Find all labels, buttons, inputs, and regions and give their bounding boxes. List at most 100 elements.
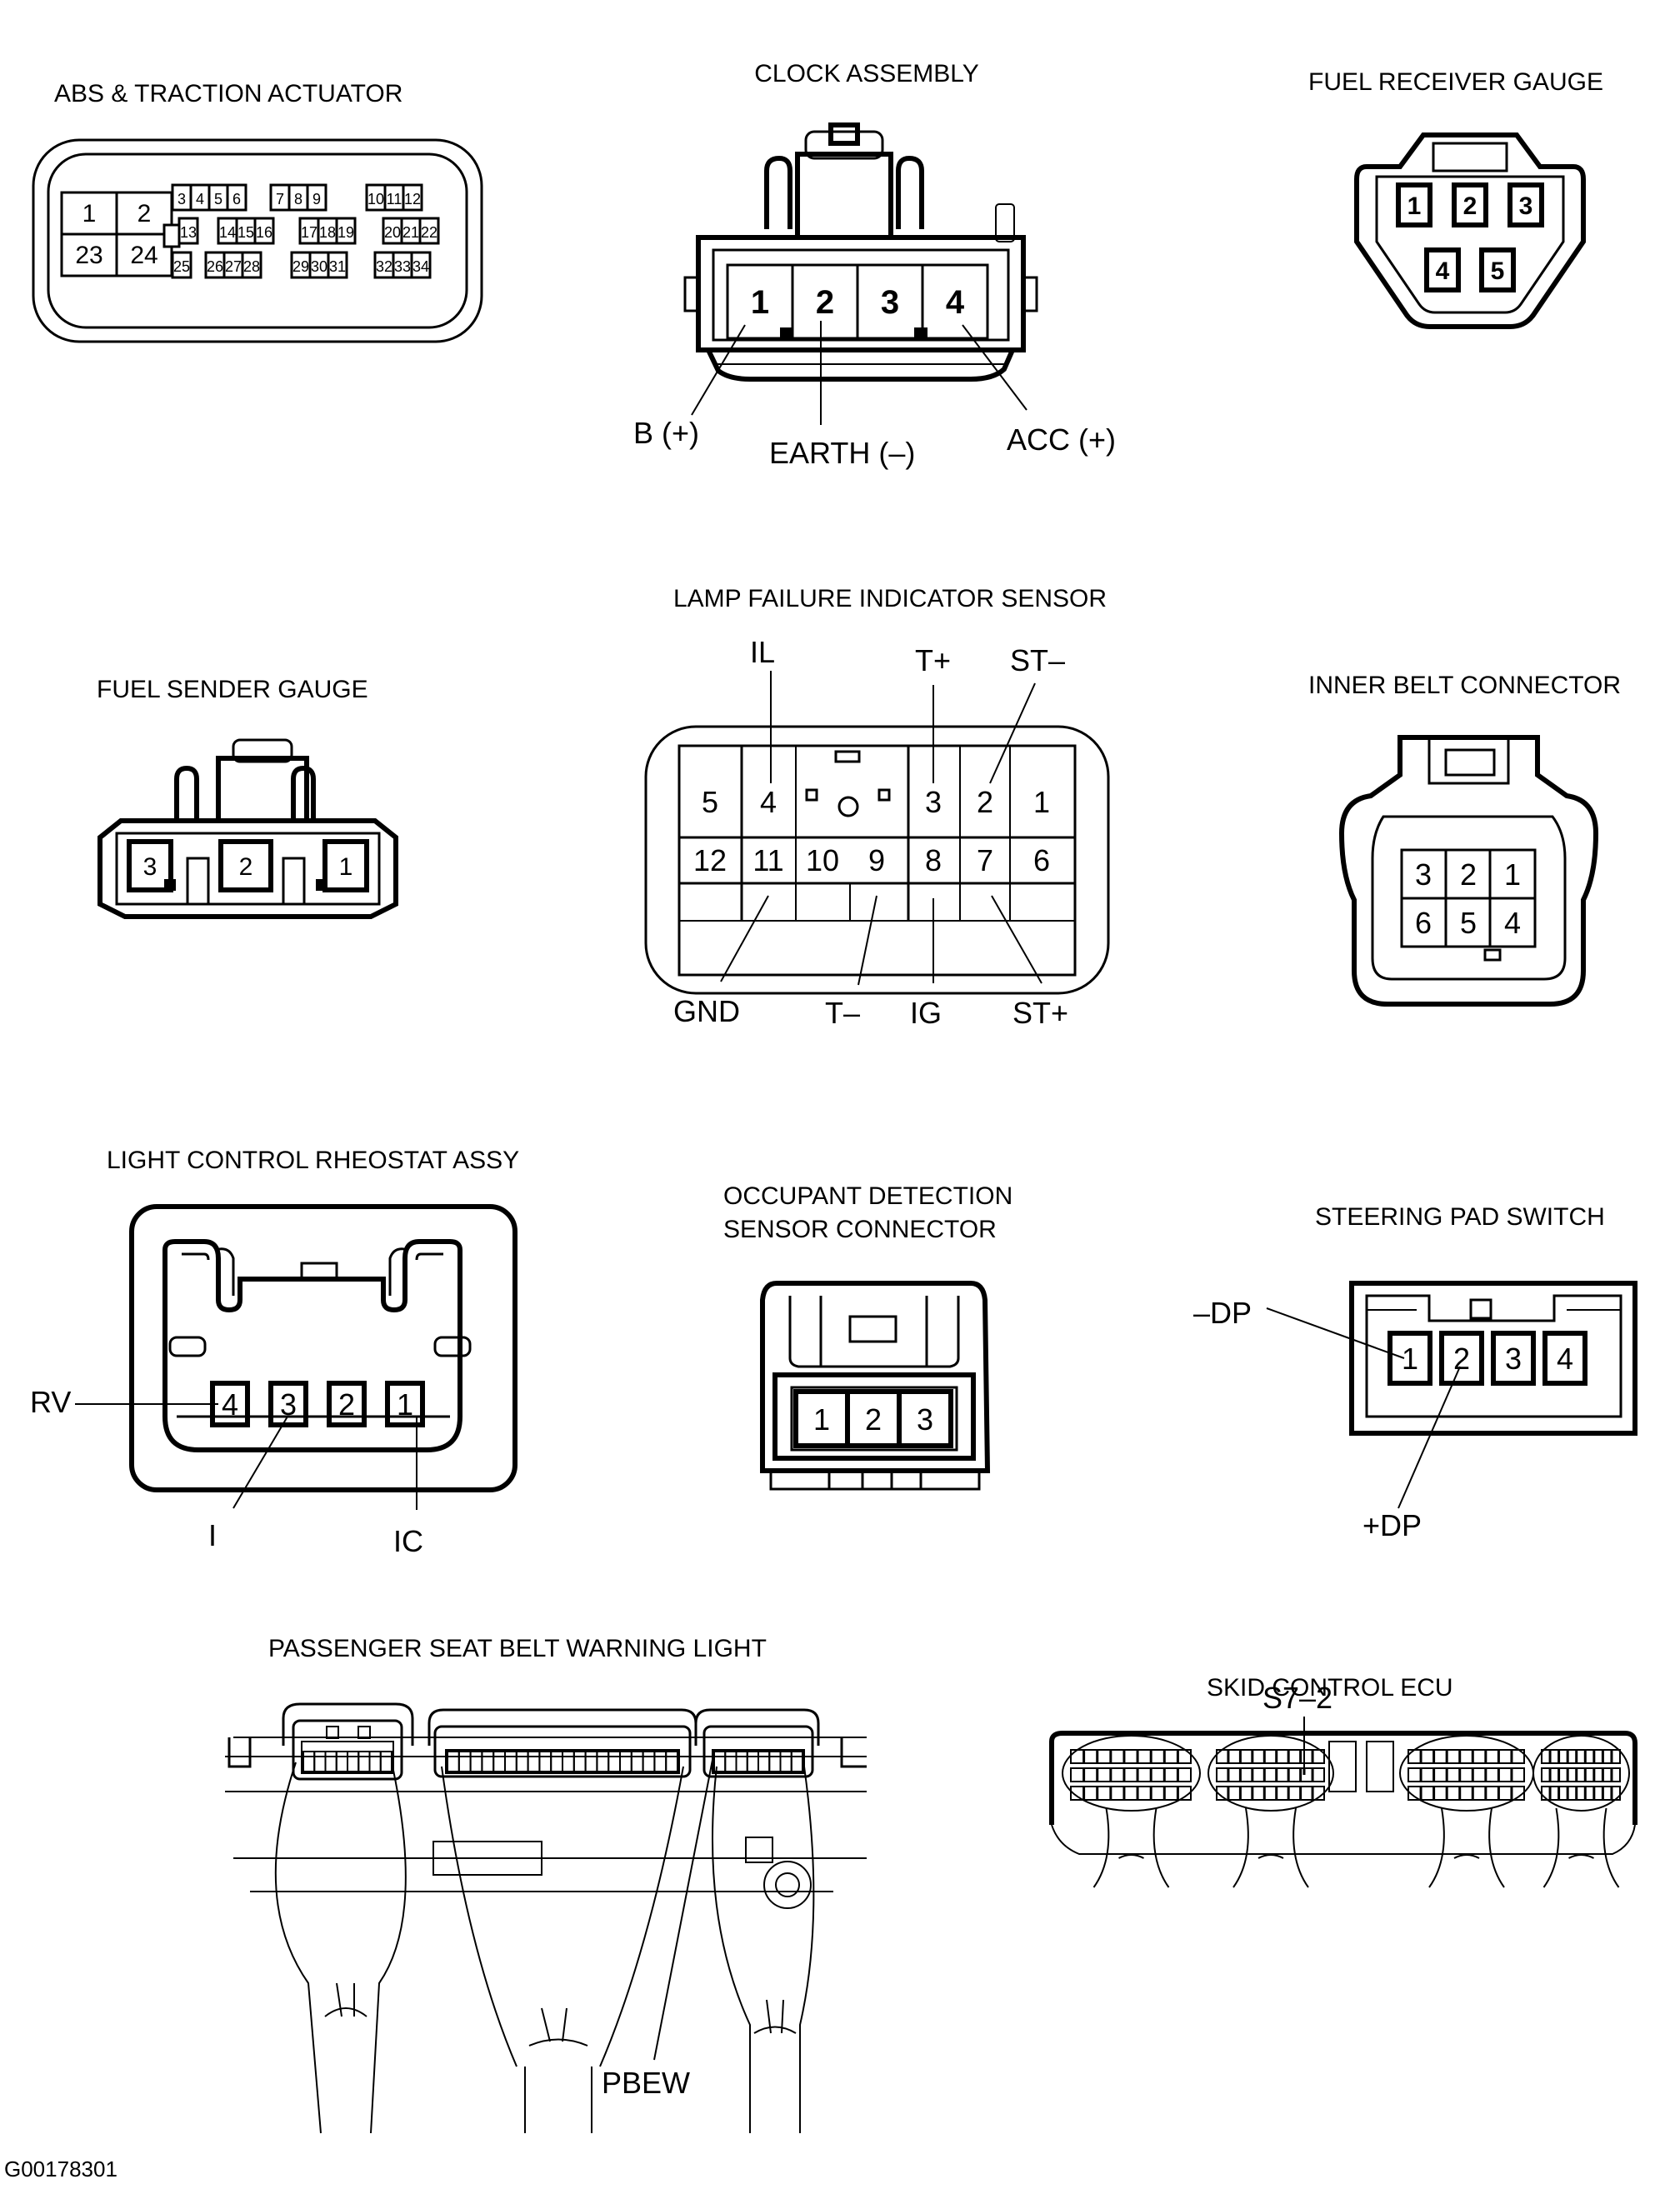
abs-small-pin-28: 28 xyxy=(243,258,260,275)
skid-pin-cell xyxy=(1541,1749,1551,1764)
skid-pin-cell xyxy=(1150,1786,1165,1801)
lamp-pin-3: 3 xyxy=(925,785,942,819)
abs-small-pin-cell xyxy=(178,217,199,245)
skid-pin-cell xyxy=(1110,1786,1125,1801)
skid-pin-cell xyxy=(1276,1749,1289,1764)
pbew-pin-cell xyxy=(368,1751,382,1772)
abs-pin-23: 23 xyxy=(75,242,102,269)
steering-title: STEERING PAD SWITCH xyxy=(1315,1203,1605,1231)
skid-pin-cell xyxy=(1252,1767,1265,1782)
lamp-pin-11: 11 xyxy=(752,843,783,877)
occupant-title-line1: OCCUPANT DETECTION xyxy=(723,1182,1012,1210)
abs-small-pin-31: 31 xyxy=(329,258,346,275)
inner-belt-pin-3: 3 xyxy=(1415,857,1432,892)
skid-pin-cell xyxy=(1433,1786,1448,1801)
abs-small-pin-34: 34 xyxy=(412,258,429,275)
abs-small-pin-9: 9 xyxy=(312,191,321,207)
skid-pin-cell xyxy=(1228,1749,1241,1764)
fuel-sender-pin-3: 3 xyxy=(143,853,158,881)
abs-small-pin-27: 27 xyxy=(225,258,242,275)
skid-pin-cell xyxy=(1459,1767,1473,1782)
skid-pin-cell xyxy=(1110,1749,1125,1764)
skid-pin-cell xyxy=(1408,1749,1422,1764)
pbew-pin-cell xyxy=(619,1751,632,1772)
fuel-receiver-pin-3: 3 xyxy=(1519,192,1533,220)
lamp-signal-il: IL xyxy=(750,635,775,669)
clock-signal-b-plus: B (+) xyxy=(633,416,699,450)
skid-harness-wire xyxy=(1258,1854,1284,1859)
skid-pin-cell xyxy=(1602,1767,1612,1782)
abs-small-pin-16: 16 xyxy=(256,224,272,241)
abs-small-pin-25: 25 xyxy=(173,258,190,275)
skid-pin-cell xyxy=(1446,1749,1461,1764)
lamp-pin-1: 1 xyxy=(1033,785,1050,819)
abs-small-pin-30: 30 xyxy=(311,258,328,275)
skid-pin-cell xyxy=(1593,1767,1603,1782)
lamp-pin-2: 2 xyxy=(977,785,993,819)
skid-pin-cell xyxy=(1150,1767,1165,1782)
skid-pin-cell xyxy=(1163,1749,1178,1764)
skid-pin-cell xyxy=(1446,1786,1461,1801)
abs-small-pin-21: 21 xyxy=(402,224,419,241)
lamp-signal-st-plus: ST+ xyxy=(1012,996,1068,1030)
pbew-pin-cell xyxy=(447,1751,460,1772)
clock-signal-earth: EARTH (–) xyxy=(769,436,915,470)
pbew-pin-cell xyxy=(630,1751,644,1772)
pbew-pin-cell xyxy=(790,1751,803,1772)
skid-pin-cell xyxy=(1163,1786,1178,1801)
pbew-pin-cell xyxy=(550,1751,564,1772)
lamp-pin-8: 8 xyxy=(925,843,942,877)
skid-pin-cell xyxy=(1420,1786,1435,1801)
pbew-pin-cell xyxy=(642,1751,656,1772)
abs-pin-24: 24 xyxy=(130,242,158,269)
skid-pin-cell xyxy=(1541,1767,1551,1782)
skid-pin-cell xyxy=(1408,1786,1422,1801)
skid-pin-cell xyxy=(1433,1767,1448,1782)
skid-pin-cell xyxy=(1123,1786,1138,1801)
abs-small-pin-cell xyxy=(226,183,248,212)
skid-harness-wire xyxy=(1488,1807,1505,1888)
rheostat-pin-2: 2 xyxy=(338,1387,355,1422)
lamp-pin-4: 4 xyxy=(760,785,777,819)
inner-belt-title: INNER BELT CONNECTOR xyxy=(1308,672,1621,699)
skid-pin-cell xyxy=(1083,1767,1098,1782)
figure-id: G00178301 xyxy=(4,2157,118,2182)
lamp-pin-7: 7 xyxy=(977,843,993,877)
skid-pin-cell xyxy=(1083,1786,1098,1801)
inner-belt-pin-6: 6 xyxy=(1415,906,1432,940)
pbew-pin-cell xyxy=(724,1751,738,1772)
skid-pin-cell xyxy=(1097,1786,1112,1801)
lamp-pin-9: 9 xyxy=(868,843,885,877)
occupant-pin-3: 3 xyxy=(917,1402,933,1437)
abs-small-pin-cell xyxy=(241,251,262,279)
skid-pin-cell xyxy=(1288,1749,1302,1764)
pbew-pin-cell xyxy=(608,1751,622,1772)
clock-assembly-connector: CLOCK ASSEMBLY 1 2 3 4 B (+) EARTH (–) A… xyxy=(633,60,1116,470)
pbew-pin-cell xyxy=(302,1751,316,1772)
skid-pin-cell xyxy=(1137,1749,1152,1764)
skid-pin-cell xyxy=(1123,1749,1138,1764)
skid-control-title: SKID CONTROL ECU xyxy=(1207,1674,1453,1702)
rheostat-title: LIGHT CONTROL RHEOSTAT ASSY xyxy=(107,1147,519,1174)
skid-harness-wire xyxy=(1092,1807,1110,1888)
skid-pin-cell xyxy=(1150,1749,1165,1764)
skid-pin-cell xyxy=(1239,1767,1253,1782)
skid-pin-cell xyxy=(1472,1749,1487,1764)
abs-small-pin-cell xyxy=(327,251,348,279)
steering-signal-plus-dp: +DP xyxy=(1362,1508,1422,1542)
abs-small-pin-cell xyxy=(253,217,275,245)
skid-harness-wire xyxy=(1292,1807,1309,1888)
inner-belt-pin-2: 2 xyxy=(1460,857,1477,892)
skid-pin-cell xyxy=(1558,1767,1568,1782)
pbew-pin-cell xyxy=(562,1751,575,1772)
skid-pin-cell xyxy=(1498,1786,1512,1801)
fuel-receiver-gauge-title: FUEL RECEIVER GAUGE xyxy=(1308,68,1603,96)
skid-pin-cell xyxy=(1137,1767,1152,1782)
abs-small-pin-17: 17 xyxy=(301,224,318,241)
skid-pin-cell xyxy=(1433,1749,1448,1764)
skid-pin-cell xyxy=(1070,1767,1085,1782)
fuel-sender-gauge-connector: FUEL SENDER GAUGE 3 2 1 xyxy=(97,676,398,919)
fuel-sender-pin-1: 1 xyxy=(339,853,353,881)
